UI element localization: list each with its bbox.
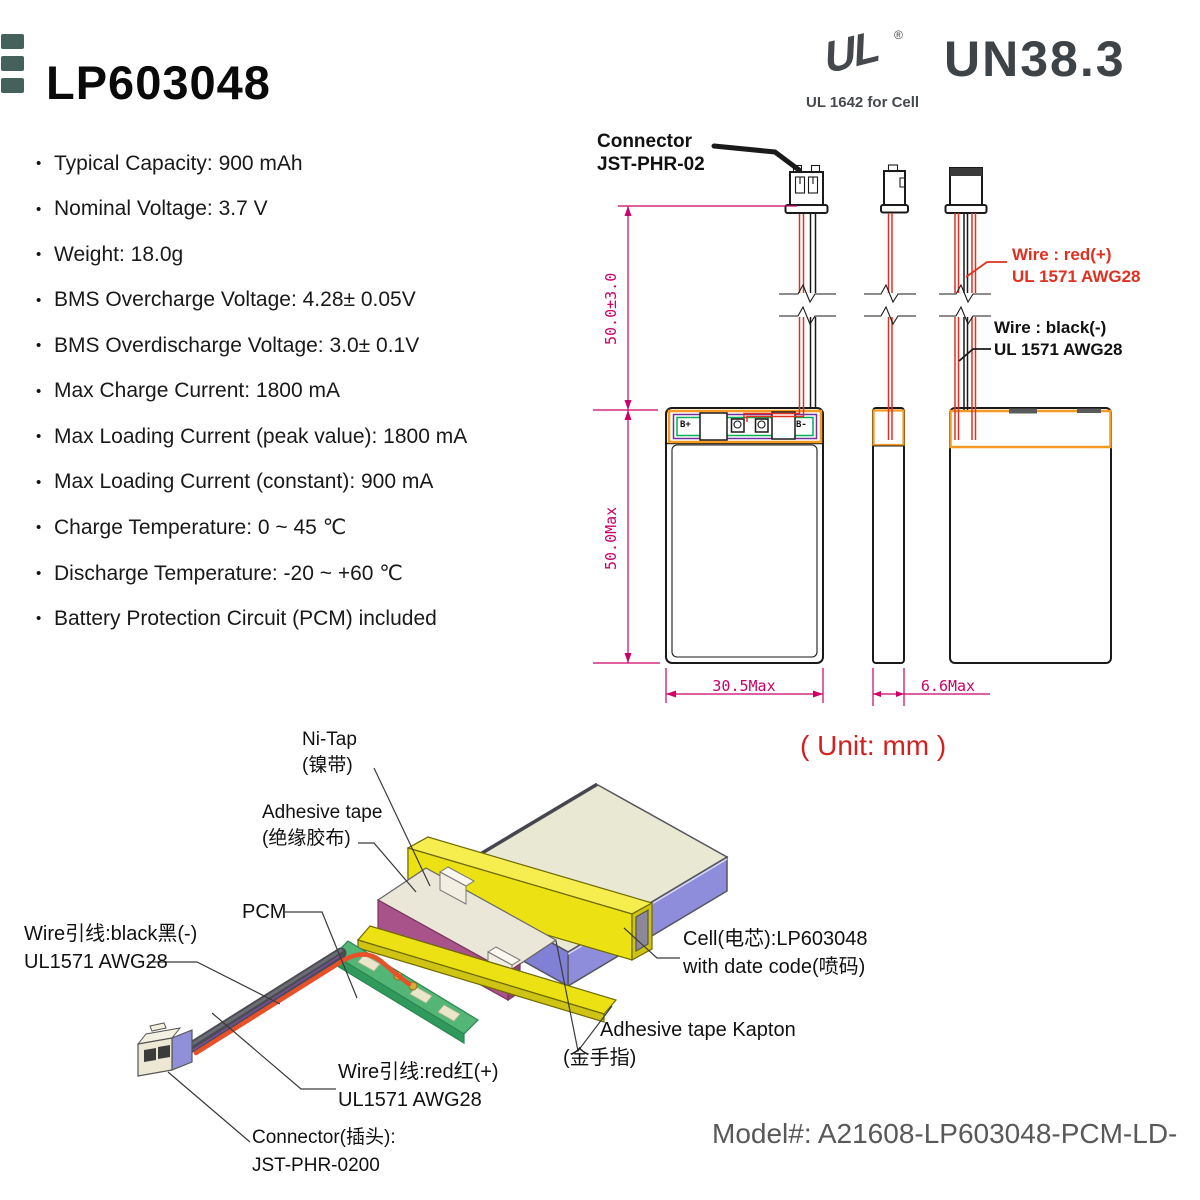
spec-item: • Max Loading Current (peak value): 1800 … — [36, 414, 467, 460]
spec-text: Max Loading Current (constant): 900 mA — [54, 470, 434, 494]
wire-black-3d-callout: Wire引线:black黑(-) UL1571 AWG28 — [24, 920, 197, 976]
ul-caption: UL 1642 for Cell — [806, 94, 920, 111]
dimension-lines — [593, 205, 990, 706]
bullet-icon: • — [36, 200, 42, 218]
spec-text: Max Loading Current (peak value): 1800 m… — [54, 424, 468, 448]
front-view — [665, 164, 836, 664]
adhesive-tape-callout: Adhesive tape (绝缘胶布) — [262, 800, 382, 852]
bullet-icon: • — [36, 382, 42, 400]
exploded-view — [136, 782, 729, 1077]
wire-black-3d-line2: UL1571 AWG28 — [24, 951, 168, 973]
b-plus-label: B+ — [680, 420, 691, 430]
un383-mark: UN38.3 — [944, 31, 1126, 87]
dim-width: 30.5Max — [712, 677, 776, 695]
spec-item: • BMS Overdischarge Voltage: 3.0± 0.1V — [36, 323, 467, 369]
wire-red-3d-callout: Wire引线:red红(+) UL1571 AWG28 — [338, 1058, 499, 1114]
model-number: Model#: A21608-LP603048-PCM-LD- — [712, 1118, 1178, 1149]
bullet-icon: • — [36, 610, 42, 628]
cell-callout: Cell(电芯):LP603048 with date code(喷码) — [683, 925, 868, 981]
connector-callout: Connector JST-PHR-02 — [597, 130, 705, 176]
spec-item: • Weight: 18.0g — [36, 232, 467, 278]
kapton-callout-line2: (金手指) — [563, 1047, 637, 1069]
ul-logo: UL ® — [818, 21, 910, 90]
edge-mark — [1, 56, 24, 71]
back-view — [939, 167, 1112, 664]
bullet-icon: • — [36, 473, 42, 491]
bullet-icon: • — [36, 291, 42, 309]
bullet-icon: • — [36, 246, 42, 264]
kapton-callout-line1: Adhesive tape Kapton — [600, 1019, 796, 1041]
wire-red-callout: Wire : red(+) UL 1571 AWG28 — [1012, 244, 1141, 288]
dim-lead-length: 50.0±3.0 — [602, 272, 620, 345]
connector-callout-line1: Connector — [597, 131, 692, 152]
edge-mark — [1, 34, 24, 49]
spec-text: BMS Overcharge Voltage: 4.28± 0.05V — [54, 288, 416, 312]
wire-black-line1: Wire : black(-) — [994, 318, 1107, 337]
spec-text: BMS Overdischarge Voltage: 3.0± 0.1V — [54, 333, 420, 357]
connector-3d-line1: Connector(插头): — [252, 1127, 396, 1148]
wire-red-3d-line1: Wire引线:red红(+) — [338, 1061, 499, 1083]
b-minus-label: B- — [796, 420, 807, 430]
connector-callout-arrow — [711, 143, 802, 173]
adhesive-tape-line2: (绝缘胶布) — [262, 828, 351, 849]
spec-item: • Nominal Voltage: 3.7 V — [36, 187, 467, 233]
wire-red-line2: UL 1571 AWG28 — [1012, 267, 1141, 286]
spec-item: • Charge Temperature: 0 ~ 45 ℃ — [36, 505, 467, 551]
cell-callout-line1: Cell(电芯):LP603048 — [683, 928, 868, 950]
spec-item: • Battery Protection Circuit (PCM) includ… — [36, 596, 467, 642]
spec-text: Discharge Temperature: -20 ~ +60 ℃ — [54, 561, 403, 585]
bullet-icon: • — [36, 519, 42, 537]
connector-3d-line2: JST-PHR-0200 — [252, 1155, 380, 1176]
wire-red-3d-line2: UL1571 AWG28 — [338, 1089, 482, 1111]
spec-text: Typical Capacity: 900 mAh — [54, 151, 303, 175]
ni-tap-callout: Ni-Tap (镍带) — [302, 727, 357, 779]
wire-black-callout: Wire : black(-) UL 1571 AWG28 — [994, 317, 1123, 361]
ul-logo-icon: UL — [821, 21, 882, 84]
bullet-icon: • — [36, 564, 42, 582]
registered-mark-icon: ® — [894, 28, 903, 42]
unit-note: ( Unit: mm ) — [800, 730, 947, 761]
wire-red-line1: Wire : red(+) — [1012, 245, 1112, 264]
dim-height: 50.0Max — [602, 506, 620, 570]
spec-list: • Typical Capacity: 900 mAh • Nominal Volt… — [36, 141, 467, 642]
edge-mark — [1, 78, 24, 93]
spec-text: Battery Protection Circuit (PCM) include… — [54, 606, 437, 630]
ni-tap-line1: Ni-Tap — [302, 729, 357, 750]
exploded-leader-lines — [148, 767, 680, 1143]
page-title: LP603048 — [46, 56, 271, 109]
bullet-icon: • — [36, 428, 42, 446]
connector-callout-line2: JST-PHR-02 — [597, 154, 705, 175]
wire-black-line2: UL 1571 AWG28 — [994, 340, 1123, 359]
bullet-icon: • — [36, 337, 42, 355]
spec-text: Charge Temperature: 0 ~ 45 ℃ — [54, 516, 347, 540]
adhesive-tape-line1: Adhesive tape — [262, 802, 383, 823]
side-view — [864, 164, 916, 664]
pcm-callout: PCM — [242, 901, 287, 923]
left-edge-marks — [1, 34, 27, 100]
spec-item: • BMS Overcharge Voltage: 4.28± 0.05V — [36, 278, 467, 324]
dim-thickness: 6.6Max — [920, 677, 976, 695]
spec-text: Nominal Voltage: 3.7 V — [54, 197, 268, 221]
connector-3d-callout: Connector(插头): JST-PHR-0200 — [252, 1124, 396, 1180]
wire-black-3d-line1: Wire引线:black黑(-) — [24, 923, 198, 945]
spec-item: • Discharge Temperature: -20 ~ +60 ℃ — [36, 551, 467, 597]
bullet-icon: • — [36, 155, 42, 173]
cell-callout-line2: with date code(喷码) — [683, 956, 866, 978]
spec-text: Max Charge Current: 1800 mA — [54, 379, 340, 403]
spec-item: • Max Charge Current: 1800 mA — [36, 369, 467, 415]
spec-text: Weight: 18.0g — [54, 242, 184, 266]
ni-tap-line2: (镍带) — [302, 755, 353, 776]
spec-item: • Typical Capacity: 900 mAh — [36, 141, 467, 187]
spec-item: • Max Loading Current (constant): 900 mA — [36, 460, 467, 506]
